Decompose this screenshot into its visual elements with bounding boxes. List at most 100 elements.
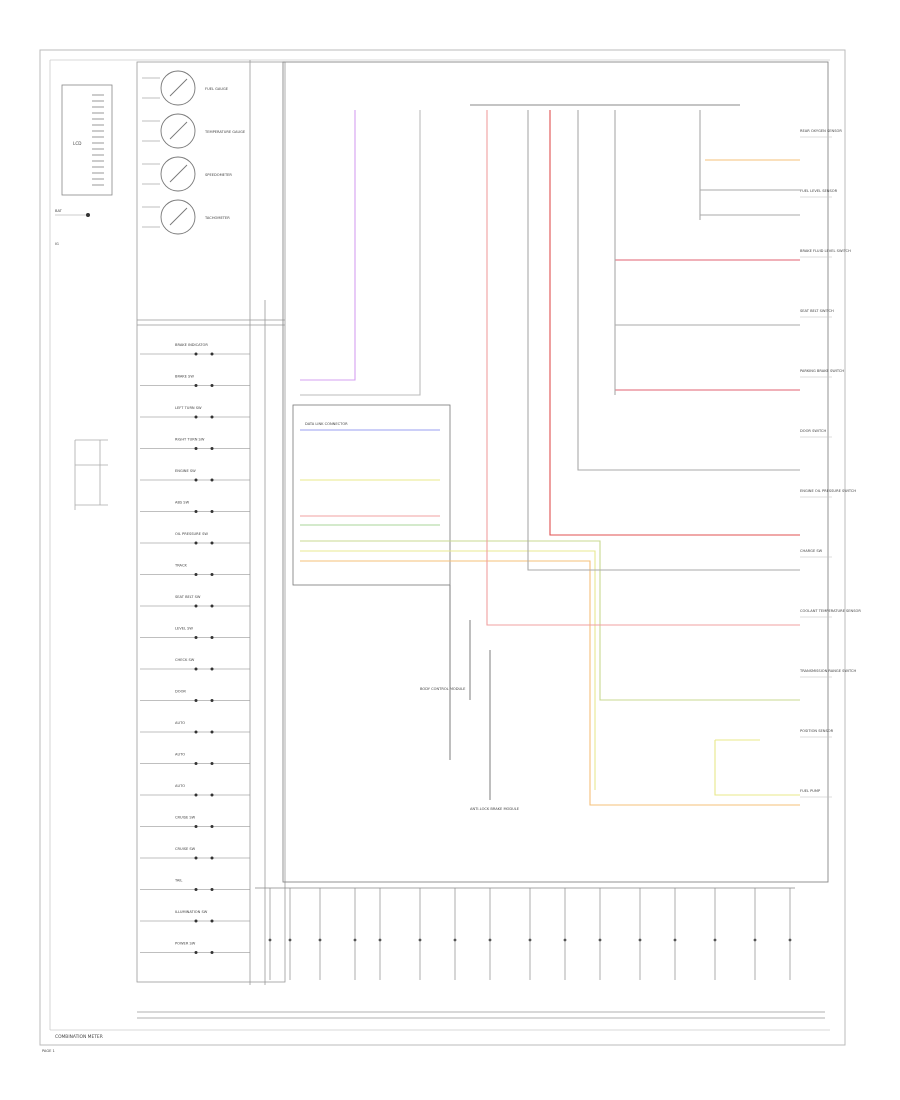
indicator-row: TAIL [140, 879, 250, 891]
indicator-label: AUTO [175, 721, 185, 725]
component-entry: FUEL PUMP [800, 789, 832, 798]
component-label: BRAKE FLUID LEVEL SWITCH [800, 249, 851, 253]
connector-column [753, 888, 757, 980]
indicator-row: LEFT TURN SW [140, 406, 250, 419]
indicator-label: CRUISE SW [175, 816, 196, 820]
component-entry: SEAT BELT SWITCH [800, 309, 834, 318]
indicator-label: SEAT BELT SW [175, 595, 201, 599]
module-label: BODY CONTROL MODULE [420, 687, 466, 691]
lcd-box [61, 84, 113, 196]
wire-yellow-2 [300, 550, 596, 790]
indicator-row: LEVEL SW [140, 627, 250, 639]
gauge-group: FUEL GAUGE TEMPERATURE GAUGE SPEEDOMETER TA… [142, 70, 246, 235]
module-label: ANTI-LOCK BRAKE MODULE [470, 807, 520, 811]
svg-text:BAT: BAT [55, 209, 63, 213]
indicator-label: ILLUMINATION SW [175, 910, 208, 914]
connector-column [638, 888, 642, 980]
wire-yellow-4 [714, 740, 800, 796]
component-entry: BRAKE FLUID LEVEL SWITCH [800, 249, 851, 258]
indicator-label: RIGHT TURN SW [175, 438, 205, 442]
indicator-row: OIL PRESSURE SW [140, 532, 250, 545]
diagram-border [39, 49, 846, 1046]
wire-green-1 [300, 540, 800, 701]
indicator-row: BRAKE INDICATOR [140, 343, 250, 356]
indicator-label: TAIL [174, 879, 182, 883]
component-label: DOOR SWITCH [800, 429, 826, 433]
component-entry: DOOR SWITCH [800, 429, 832, 438]
wire-group [300, 104, 800, 806]
indicator-label: LEVEL SW [175, 627, 193, 631]
gauge-temp: TEMPERATURE GAUGE [142, 113, 246, 149]
footer-label: COMBINATION METER [55, 1034, 103, 1040]
indicator-row: SEAT BELT SW [140, 595, 250, 608]
component-entry: COOLANT TEMPERATURE SENSOR [800, 609, 861, 618]
indicator-row: DOOR [140, 690, 250, 702]
lcd-label: LCD [73, 141, 81, 146]
indicator-row: ABS SW [140, 501, 250, 513]
wire-red-main [549, 110, 800, 536]
gauge-label: FUEL GAUGE [205, 87, 229, 91]
connector-column [598, 888, 602, 980]
indicator-label: CRUISE SW [175, 847, 196, 851]
component-label: POSITION SENSOR [800, 729, 834, 733]
cluster-box [136, 61, 286, 983]
module-box [292, 404, 451, 586]
wire-violet [300, 110, 356, 381]
svg-text:IG: IG [55, 242, 59, 246]
component-entry: FUEL LEVEL SENSOR [800, 189, 838, 198]
module-label: DATA LINK CONNECTOR [305, 422, 348, 426]
connector-column [353, 888, 357, 980]
connector-column [713, 888, 717, 980]
wire-gray-2 [577, 110, 800, 471]
indicator-label: POWER SW [175, 942, 196, 946]
indicator-row: ILLUMINATION SW [140, 910, 250, 923]
indicator-label: ENGINE SW [175, 469, 196, 473]
gauge-fuel: FUEL GAUGE [142, 70, 229, 106]
indicator-row: TRACK [140, 564, 250, 576]
indicator-label: BRAKE INDICATOR [175, 343, 208, 347]
component-label: TRANSMISSION RANGE SWITCH [799, 669, 857, 673]
indicator-label: OIL PRESSURE SW [175, 532, 208, 536]
connector-column [788, 888, 792, 980]
bottom-connector-group [268, 888, 792, 980]
indicator-label: TRACK [174, 564, 187, 568]
gauge-speed: SPEEDOMETER [142, 156, 232, 192]
component-label: REAR OXYGEN SENSOR [800, 129, 842, 133]
wire-gray-1 [527, 110, 800, 571]
indicator-label: AUTO [175, 753, 185, 757]
indicator-label: CHECK SW [175, 658, 195, 662]
connector-column [453, 888, 457, 980]
connector-column [528, 888, 532, 980]
connector-column [288, 888, 292, 980]
gauge-tach: TACHOMETER [142, 199, 230, 235]
connector-column [488, 888, 492, 980]
connector-column [673, 888, 677, 980]
wire-pink-1 [486, 110, 800, 626]
center-module-group: DATA LINK CONNECTOR BODY CONTROL MODULE AN… [305, 422, 520, 811]
right-component-group: REAR OXYGEN SENSOR FUEL LEVEL SENSOR BRAKE… [799, 129, 861, 798]
indicator-list: BRAKE INDICATOR BRAKE SW LEFT TURN SW RIGHT… [140, 343, 250, 954]
component-label: CHARGE SW [800, 549, 823, 553]
indicator-label: BRAKE SW [175, 375, 194, 379]
indicator-label: DOOR [175, 690, 186, 694]
page-label: PAGE 1 [42, 1049, 55, 1053]
indicator-row: ENGINE SW [140, 469, 250, 482]
indicator-label: ABS SW [175, 501, 190, 505]
component-entry: ENGINE OIL PRESSURE SWITCH [800, 489, 856, 498]
indicator-row: CRUISE SW [140, 847, 250, 860]
indicator-row: BRAKE SW [140, 375, 250, 387]
indicator-row: POWER SW [140, 942, 250, 954]
component-entry: PARKING BRAKE SWITCH [800, 369, 844, 378]
indicator-row: CRUISE SW [140, 816, 250, 828]
component-entry: REAR OXYGEN SENSOR [800, 129, 842, 138]
indicator-row: AUTO [140, 784, 250, 797]
component-label: ENGINE OIL PRESSURE SWITCH [800, 489, 856, 493]
gauge-label: TEMPERATURE GAUGE [204, 130, 246, 134]
component-entry: POSITION SENSOR [800, 729, 834, 738]
indicator-row: RIGHT TURN SW [140, 438, 250, 450]
component-label: SEAT BELT SWITCH [800, 309, 834, 313]
component-label: FUEL PUMP [800, 789, 821, 793]
component-entry: CHARGE SW [800, 549, 832, 558]
component-label: COOLANT TEMPERATURE SENSOR [800, 609, 861, 613]
wire-orange [300, 560, 800, 806]
